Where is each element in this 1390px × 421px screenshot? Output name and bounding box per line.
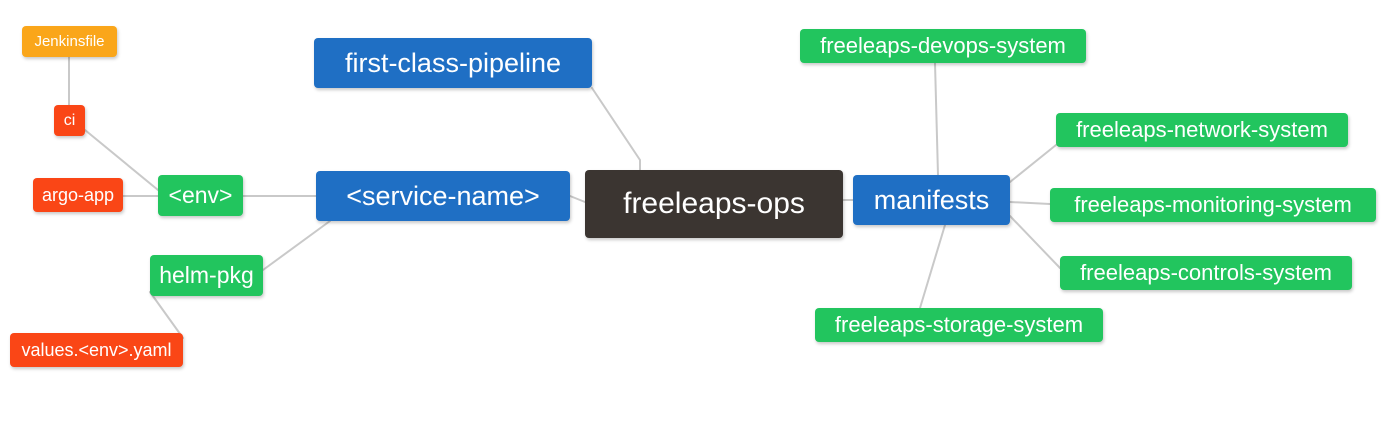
node-label-monitoring-system: freeleaps-monitoring-system xyxy=(1074,192,1352,217)
mindmap-node-root[interactable]: freeleaps-ops xyxy=(585,170,843,238)
edge-manifests-to-devops-system xyxy=(934,62,939,176)
mindmap-node-argo-app[interactable]: argo-app xyxy=(33,178,123,212)
edge-manifests-to-network-system xyxy=(1009,144,1057,183)
mindmap-node-monitoring-system[interactable]: freeleaps-monitoring-system xyxy=(1050,188,1376,222)
mindmap-node-devops-system[interactable]: freeleaps-devops-system xyxy=(800,29,1086,63)
mindmap-node-values-yaml[interactable]: values.<env>.yaml xyxy=(10,333,183,367)
mindmap-node-controls-system[interactable]: freeleaps-controls-system xyxy=(1060,256,1352,290)
node-label-root: freeleaps-ops xyxy=(623,187,805,220)
mindmap-node-service-name[interactable]: <service-name> xyxy=(316,171,570,221)
node-label-storage-system: freeleaps-storage-system xyxy=(834,312,1084,337)
node-label-jenkinsfile: Jenkinsfile xyxy=(34,33,105,50)
node-label-service-name: <service-name> xyxy=(346,180,540,211)
mindmap-node-network-system[interactable]: freeleaps-network-system xyxy=(1056,113,1348,147)
mindmap-node-first-class-pipeline[interactable]: first-class-pipeline xyxy=(314,38,592,88)
node-label-network-system: freeleaps-network-system xyxy=(1076,117,1328,142)
node-label-helm-pkg: helm-pkg xyxy=(159,262,254,288)
edge-root-to-service-name xyxy=(569,195,586,203)
mindmap-node-storage-system[interactable]: freeleaps-storage-system xyxy=(815,308,1103,342)
node-label-ci: ci xyxy=(63,111,76,129)
node-label-controls-system: freeleaps-controls-system xyxy=(1080,260,1332,285)
edge-manifests-to-storage-system xyxy=(919,224,946,309)
edge-manifests-to-controls-system xyxy=(1009,215,1061,269)
mindmap-node-helm-pkg[interactable]: helm-pkg xyxy=(150,255,263,296)
edge-helm-pkg-to-values-yaml xyxy=(149,291,184,339)
node-label-manifests: manifests xyxy=(873,184,990,215)
mindmap-node-manifests[interactable]: manifests xyxy=(853,175,1010,225)
mindmap-node-ci[interactable]: ci xyxy=(54,105,85,136)
node-label-env: <env> xyxy=(168,182,233,208)
mindmap-node-env[interactable]: <env> xyxy=(158,175,243,216)
edge-manifests-to-monitoring-system xyxy=(1009,201,1051,205)
edge-env-to-ci xyxy=(84,129,159,191)
edge-service-name-to-helm-pkg xyxy=(262,220,331,271)
mindmap-node-jenkinsfile[interactable]: Jenkinsfile xyxy=(22,26,117,57)
node-label-values-yaml: values.<env>.yaml xyxy=(21,340,172,360)
node-label-devops-system: freeleaps-devops-system xyxy=(820,33,1066,58)
node-label-first-class-pipeline: first-class-pipeline xyxy=(344,47,562,78)
node-label-argo-app: argo-app xyxy=(41,185,115,205)
edge-root-to-first-class-pipeline xyxy=(591,87,641,173)
